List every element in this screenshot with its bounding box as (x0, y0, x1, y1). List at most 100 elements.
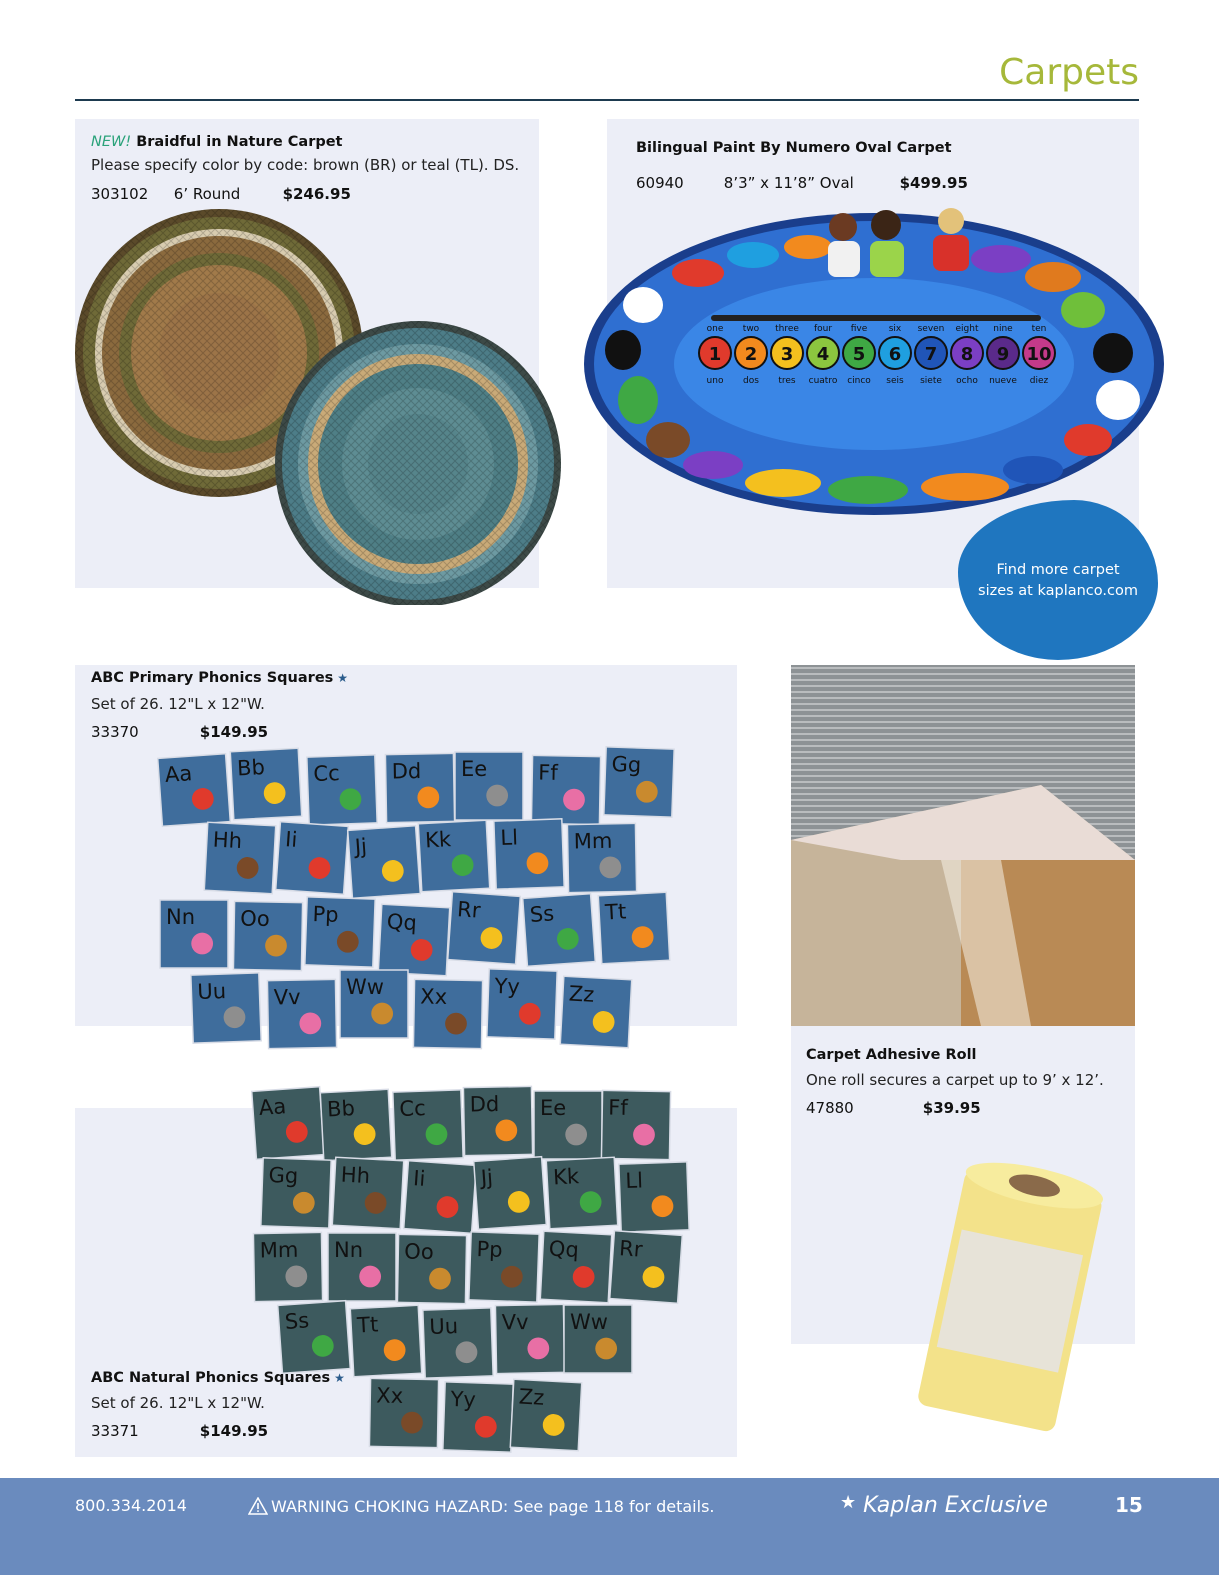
star-icon: ★ (840, 1492, 857, 1513)
bilingual-price: $499.95 (899, 174, 968, 192)
braidful-carpets-image (75, 209, 561, 605)
svg-text:10: 10 (1026, 344, 1051, 365)
svg-text:Tt: Tt (356, 1312, 379, 1337)
svg-text:Bb: Bb (327, 1096, 356, 1121)
number-circle: 3 (770, 336, 804, 370)
svg-text:6: 6 (889, 344, 902, 365)
phonics-tile: Oo (396, 1233, 468, 1305)
adhesive-roll-image (918, 1162, 1103, 1432)
natural-info: 33371 $149.95 (91, 1422, 268, 1440)
number-circle: 6 (878, 336, 912, 370)
phonics-tile: Qq (539, 1230, 613, 1304)
phonics-tile: Zz (559, 975, 633, 1049)
braidful-price: $246.95 (282, 185, 351, 203)
phonics-tile: Ee (454, 751, 524, 821)
footer-warning: WARNING CHOKING HAZARD: See page 118 for… (247, 1496, 714, 1516)
number-circle: 5 (842, 336, 876, 370)
spanish-number-label: siete (920, 376, 942, 386)
svg-text:Yy: Yy (493, 974, 520, 999)
phonics-tile: Rr (446, 890, 522, 966)
phonics-tile: Ii (274, 820, 350, 896)
phonics-tile: Yy (442, 1381, 514, 1453)
number-circle: 4 (806, 336, 840, 370)
spanish-number-label: diez (1030, 376, 1049, 386)
svg-text:Oo: Oo (404, 1240, 434, 1265)
phonics-tile: Ss (521, 892, 597, 968)
braidful-title: NEW! Braidful in Nature Carpet (91, 134, 343, 150)
svg-text:Tt: Tt (604, 899, 627, 924)
promo-line-1: Find more carpet (996, 562, 1120, 578)
promo-line-2: sizes at kaplanco.com (978, 583, 1138, 599)
svg-text:5: 5 (853, 344, 866, 365)
phonics-tile: Ii (402, 1159, 478, 1235)
phonics-tile: Rr (608, 1229, 684, 1305)
phonics-tile: Ll (493, 818, 565, 890)
children-figures (828, 208, 969, 277)
svg-text:Nn: Nn (166, 905, 195, 929)
phonics-tile: Jj (346, 824, 422, 900)
phonics-tile: Mm (252, 1231, 324, 1303)
svg-text:Jj: Jj (352, 834, 368, 859)
page-title: Carpets (999, 52, 1139, 93)
svg-text:Ww: Ww (570, 1310, 608, 1334)
title-rule (75, 99, 1139, 101)
phonics-tile: Zz (509, 1378, 583, 1452)
svg-text:Rr: Rr (456, 897, 481, 923)
svg-text:Ss: Ss (284, 1308, 310, 1334)
phonics-tile: Tt (349, 1304, 423, 1378)
svg-text:Hh: Hh (212, 828, 242, 853)
svg-text:Vv: Vv (273, 985, 300, 1009)
bilingual-info: 60940 8’3” x 11’8” Oval $499.95 (636, 174, 968, 192)
svg-text:Dd: Dd (469, 1092, 499, 1117)
svg-text:Rr: Rr (618, 1236, 643, 1262)
phonics-tile: Vv (266, 978, 338, 1050)
phonics-tile: Ww (339, 969, 409, 1039)
svg-text:Ee: Ee (540, 1096, 566, 1120)
svg-text:Ii: Ii (412, 1166, 426, 1191)
number-circle: 1 (698, 336, 732, 370)
star-icon: ★ (337, 671, 349, 685)
english-number-label: eight (956, 324, 979, 334)
svg-text:Uu: Uu (197, 979, 227, 1004)
english-number-label: two (743, 324, 760, 334)
number-row: 1oneuno2twodos3threetres4fourcuatro5five… (698, 324, 1056, 386)
spanish-number-label: ocho (956, 376, 978, 386)
svg-text:Pp: Pp (476, 1237, 503, 1262)
english-number-label: four (814, 324, 832, 334)
braidful-info: 303102 6’ Round $246.95 (91, 185, 351, 203)
footer-exclusive: ★ Kaplan Exclusive (840, 1492, 1048, 1518)
spanish-number-label: cuatro (809, 376, 838, 386)
svg-text:Kk: Kk (553, 1164, 581, 1189)
phonics-tile: Xx (368, 1377, 440, 1449)
phonics-tile: Ww (563, 1304, 633, 1374)
svg-text:7: 7 (925, 344, 938, 365)
teal-round-carpet (275, 321, 561, 605)
english-number-label: three (775, 324, 799, 334)
phonics-tile: Nn (327, 1232, 397, 1302)
promo-link[interactable]: Find more carpet sizes at kaplanco.com (968, 560, 1148, 602)
svg-text:Ff: Ff (608, 1096, 628, 1120)
svg-text:9: 9 (997, 344, 1010, 365)
adhesive-item: 47880 (806, 1099, 854, 1117)
number-circle: 2 (734, 336, 768, 370)
phonics-tile: Tt (597, 891, 671, 965)
svg-text:Zz: Zz (568, 982, 595, 1007)
svg-text:Cc: Cc (399, 1096, 426, 1121)
phonics-tile: Oo (232, 900, 304, 972)
svg-text:Xx: Xx (376, 1384, 403, 1408)
phonics-tile: Ff (600, 1089, 672, 1161)
svg-text:2: 2 (745, 344, 758, 365)
promo-blob (958, 500, 1158, 660)
phonics-tile: Bb (229, 747, 303, 821)
footer-phone: 800.334.2014 (75, 1496, 187, 1515)
adhesive-description: One roll secures a carpet up to 9’ x 12’… (806, 1071, 1104, 1089)
svg-text:Dd: Dd (391, 759, 421, 784)
phonics-tile: Gg (260, 1157, 332, 1229)
svg-text:4: 4 (817, 344, 830, 365)
english-number-label: ten (1032, 324, 1047, 334)
svg-text:Qq: Qq (386, 910, 417, 936)
bilingual-name: Bilingual Paint By Numero Oval Carpet (636, 140, 952, 156)
adhesive-price: $39.95 (922, 1099, 981, 1117)
phonics-tile: Hh (203, 821, 277, 895)
